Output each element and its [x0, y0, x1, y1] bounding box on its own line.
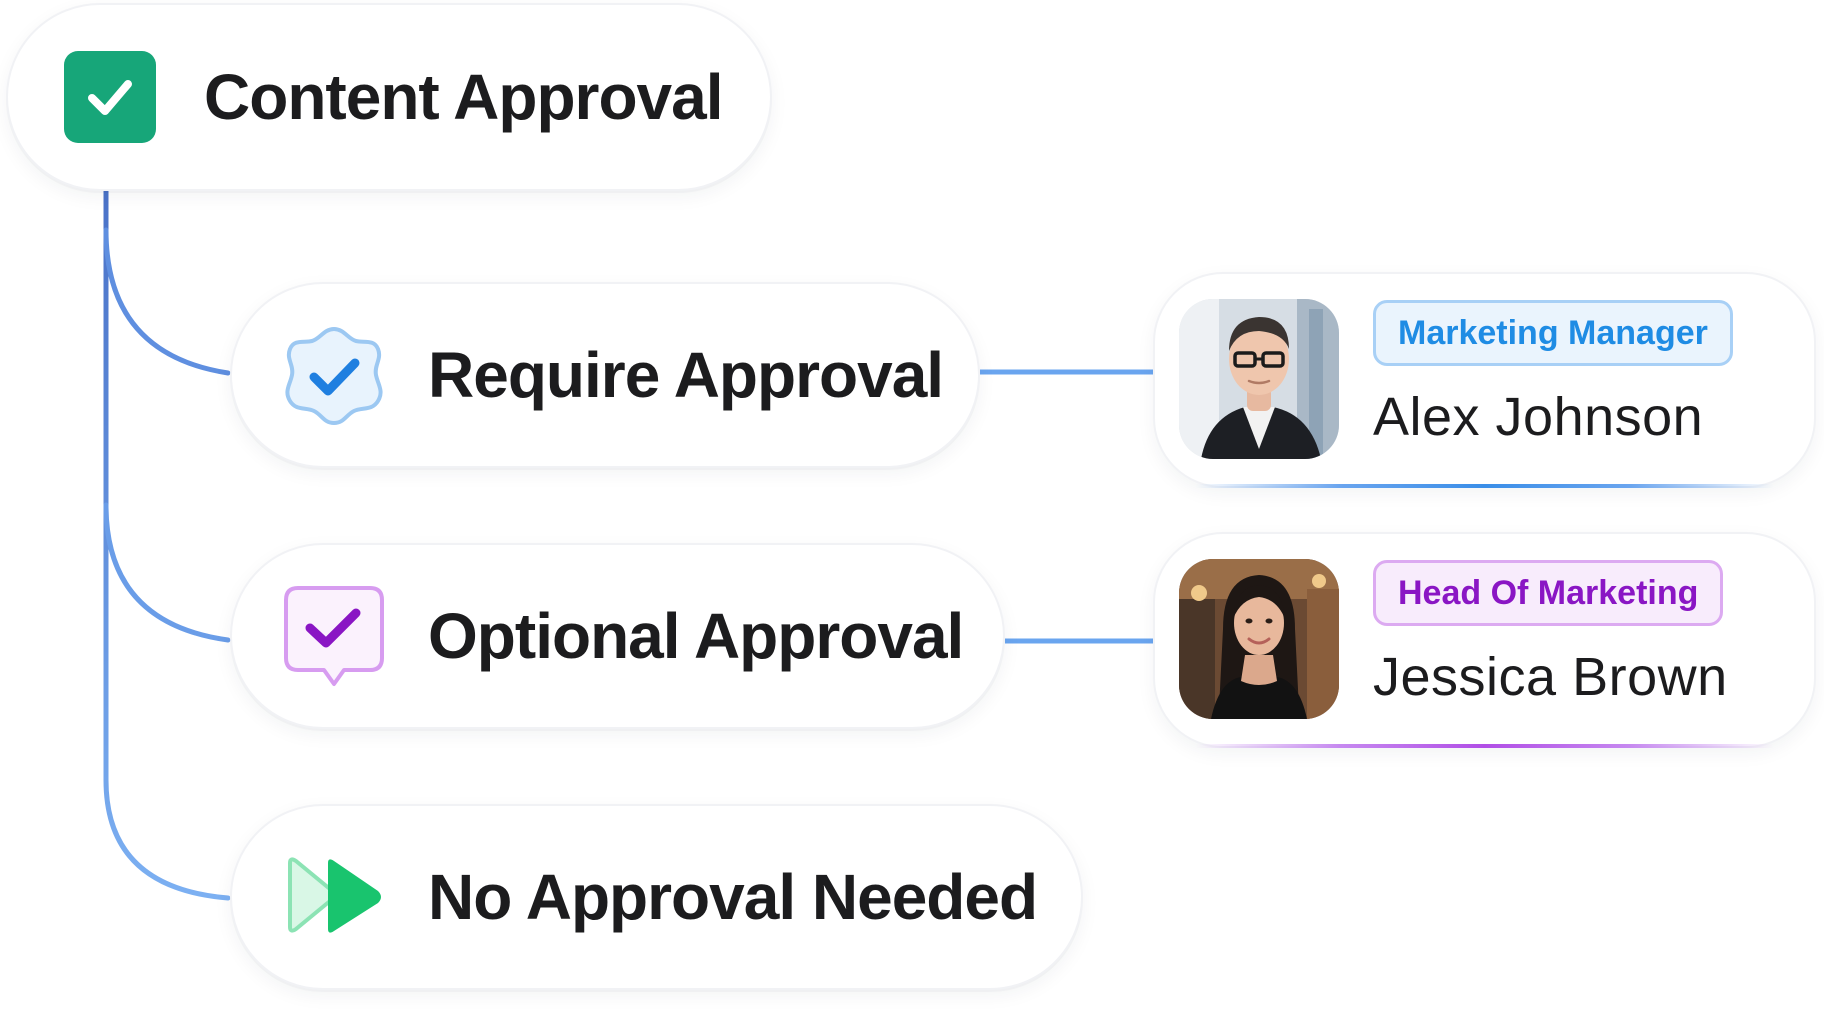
trunk-line [103, 187, 231, 901]
role-badge-alex: Marketing Manager [1373, 300, 1733, 366]
branch-optional [103, 502, 231, 643]
role-badge-jessica: Head Of Marketing [1373, 560, 1724, 626]
approver-name-jessica: Jessica Brown [1373, 647, 1728, 707]
avatar-jessica-brown [1179, 559, 1339, 719]
no-approval-label: No Approval Needed [428, 861, 1038, 933]
no-approval-option[interactable]: No Approval Needed [230, 804, 1083, 990]
content-approval-node[interactable]: Content Approval [6, 3, 772, 191]
verified-badge-icon [278, 319, 390, 431]
optional-approval-option[interactable]: Optional Approval [230, 543, 1005, 729]
avatar-alex-johnson [1179, 299, 1339, 459]
optional-approval-label: Optional Approval [428, 600, 964, 672]
chat-check-icon [278, 580, 390, 692]
require-approval-option[interactable]: Require Approval [230, 282, 980, 468]
fast-forward-icon [278, 841, 390, 953]
approver-name-alex: Alex Johnson [1373, 387, 1704, 447]
checkbox-checked-icon [64, 51, 156, 143]
approver-card-jessica[interactable]: Head Of Marketing Jessica Brown [1153, 532, 1816, 748]
approver-card-alex[interactable]: Marketing Manager Alex Johnson [1153, 272, 1816, 488]
card-accent-underline [1195, 484, 1774, 488]
content-approval-title: Content Approval [204, 61, 723, 133]
branch-require [103, 227, 231, 376]
card-accent-underline [1195, 744, 1774, 748]
require-approval-label: Require Approval [428, 339, 944, 411]
